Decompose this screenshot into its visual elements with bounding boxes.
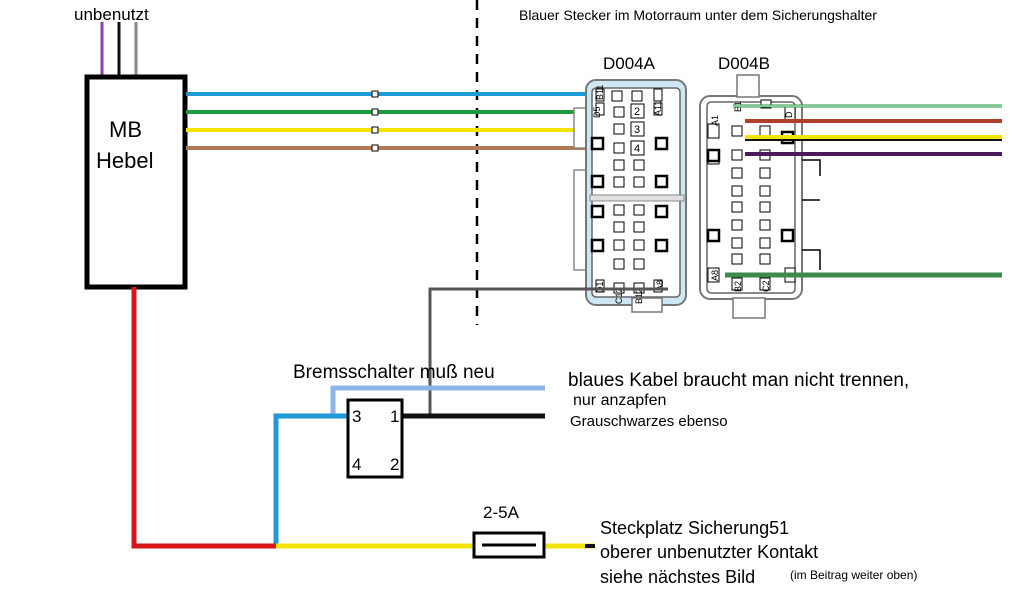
note-blue: blaues Kabel braucht man nicht trennen, bbox=[568, 370, 909, 391]
splice-marker bbox=[371, 144, 379, 152]
light-blue-wire bbox=[330, 385, 545, 416]
splice-marker bbox=[371, 108, 379, 116]
wire-number-tags: 2 3 4 bbox=[630, 103, 645, 156]
pin-label: A8 bbox=[655, 280, 665, 291]
red-wire bbox=[131, 287, 276, 549]
mb-hebel-box bbox=[84, 74, 188, 290]
wire-number-2: 2 bbox=[634, 106, 640, 118]
grey-black-wire bbox=[428, 287, 668, 416]
conn-a-label: D004A bbox=[603, 54, 656, 73]
wire-number-3: 3 bbox=[634, 124, 640, 136]
connector-d004b: B1 A1 D A8 B2 C2 bbox=[699, 74, 821, 319]
pin-label: D bbox=[784, 111, 794, 118]
brake-switch-label: Bremsschalter muß neu bbox=[293, 362, 495, 383]
switch-pin-1: 1 bbox=[390, 407, 399, 426]
splice-marker bbox=[371, 126, 379, 134]
mb-label: MB bbox=[109, 117, 142, 142]
splice-marker bbox=[371, 90, 379, 98]
slot-note-2: oberer unbenutzter Kontakt bbox=[600, 542, 818, 562]
hebel-label: Hebel bbox=[96, 148, 153, 173]
blue-switch-wire bbox=[273, 413, 348, 546]
unused-label: unbenutzt bbox=[74, 5, 149, 24]
pin-label: B2 bbox=[733, 281, 743, 292]
pin-label: B11 bbox=[595, 85, 605, 100]
pin-label: C12 bbox=[614, 287, 624, 304]
connector-d004a: B11 D5 A11 D1 A8 C12 B12 bbox=[573, 79, 687, 313]
header-label: Blauer Stecker im Motorraum unter dem Si… bbox=[519, 7, 877, 23]
signal-wires bbox=[186, 90, 600, 152]
slot-note-ref: (im Beitrag weiter oben) bbox=[790, 568, 917, 582]
switch-pin-3: 3 bbox=[352, 407, 361, 426]
conn-b-wires bbox=[725, 104, 1002, 278]
pin-label: C2 bbox=[761, 280, 771, 292]
conn-b-label: D004B bbox=[718, 54, 770, 73]
wire-number-4: 4 bbox=[634, 143, 640, 155]
note-grey: Grauschwarzes ebenso bbox=[570, 413, 728, 430]
switch-pin-2: 2 bbox=[390, 455, 399, 474]
conn-b-face bbox=[706, 101, 796, 294]
slot-note-3: siehe nächstes Bild bbox=[600, 567, 755, 587]
note-tap: nur anzapfen bbox=[573, 392, 666, 409]
switch-pin-4: 4 bbox=[352, 455, 361, 474]
pin-label: B12 bbox=[634, 288, 644, 304]
slot-note-1: Steckplatz Sicherung51 bbox=[600, 518, 789, 538]
brake-switch-box bbox=[346, 398, 404, 479]
pin-label: D1 bbox=[595, 281, 605, 293]
pin-label: D5 bbox=[592, 106, 602, 118]
fuse-label: 2-5A bbox=[483, 503, 520, 522]
pin-label: A8 bbox=[710, 270, 720, 281]
pin-label: A1 bbox=[710, 115, 720, 126]
pin-label: A11 bbox=[653, 101, 663, 116]
